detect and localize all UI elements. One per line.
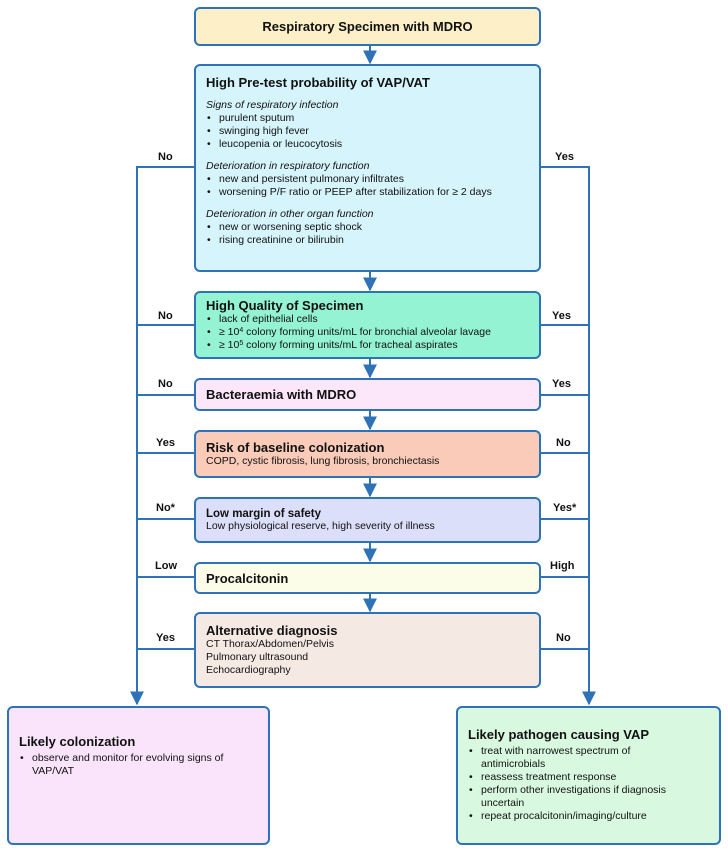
risk-yes-label: Yes [156,437,175,449]
pretest-no-label: No [158,151,173,163]
safety-text: Low physiological reserve, high severity… [206,519,435,532]
alt-line: Pulmonary ultrasound [206,651,309,663]
safety-yes-label: Yes* [553,502,577,514]
risk-text: COPD, cystic fibrosis, lung fibrosis, br… [206,455,440,467]
group-heading: Deterioration in other organ function [206,208,374,220]
list-item: purulent sputum [206,112,530,125]
bacteraemia-yes-label: Yes [552,378,571,390]
list-item: rising creatinine or bilirubin [206,234,530,247]
list-item: ≥ 105 colony forming units/mL for trache… [206,339,530,352]
alt-yes-label: Yes [156,632,175,644]
pct-high-label: High [550,560,575,572]
pretest-group-respiratory-function: Deterioration in respiratory function ne… [206,160,530,199]
list-item: observe and monitor for evolving signs o… [19,752,258,778]
procalcitonin-box: Procalcitonin [194,562,541,594]
bacteraemia-title: Bacteraemia with MDRO [206,387,357,402]
safety-title: Low margin of safety [206,507,322,520]
risk-no-label: No [556,437,571,449]
group-heading: Deterioration in respiratory function [206,160,370,172]
pct-low-label: Low [155,560,177,572]
colonization-box: Likely colonization observe and monitor … [7,706,270,845]
ta-exponent: 5 [239,340,244,347]
list-item: new and persistent pulmonary infiltrates [206,173,530,186]
ta-text: colony forming units/mL for tracheal asp… [243,339,458,351]
bal-text: colony forming units/mL for bronchial al… [243,326,491,338]
pathogen-box: Likely pathogen causing VAP treat with n… [456,706,721,845]
quality-yes-label: Yes [552,310,571,322]
group-heading: Signs of respiratory infection [206,99,339,111]
safety-box: Low margin of safety Low physiological r… [194,497,541,543]
pretest-group-organ-function: Deterioration in other organ function ne… [206,208,530,247]
list-item: worsening P/F ratio or PEEP after stabil… [206,186,530,199]
bal-threshold: ≥ 10 [219,326,240,338]
list-item: repeat procalcitonin/imaging/culture [468,810,709,823]
quality-title: High Quality of Specimen [206,298,364,313]
safety-no-label: No* [156,502,175,514]
alt-line: CT Thorax/Abdomen/Pelvis [206,638,335,650]
risk-box: Risk of baseline colonization COPD, cyst… [194,430,541,478]
quality-box: High Quality of Specimen lack of epithel… [194,291,541,359]
list-item: reassess treatment response [468,771,709,784]
start-box: Respiratory Specimen with MDRO [194,7,541,46]
pretest-yes-label: Yes [555,151,574,163]
start-title: Respiratory Specimen with MDRO [262,19,473,34]
bacteraemia-no-label: No [158,378,173,390]
pathogen-title: Likely pathogen causing VAP [468,727,650,742]
list-item: swinging high fever [206,125,530,138]
list-item: treat with narrowest spectrum of antimic… [468,745,709,771]
list-item: lack of epithelial cells [206,313,530,326]
bacteraemia-box: Bacteraemia with MDRO [194,378,541,411]
colonization-title: Likely colonization [19,734,136,749]
list-item: perform other investigations if diagnosi… [468,784,709,810]
pretest-box: High Pre-test probability of VAP/VAT Sig… [194,64,541,272]
list-item: ≥ 104 colony forming units/mL for bronch… [206,326,530,339]
alt-line: Echocardiography [206,664,291,676]
bal-exponent: 4 [239,327,244,334]
alt-no-label: No [556,632,571,644]
list-item: new or worsening septic shock [206,221,530,234]
list-item: leucopenia or leucocytosis [206,138,530,151]
procalcitonin-title: Procalcitonin [206,570,289,586]
alt-title: Alternative diagnosis [206,623,338,638]
quality-no-label: No [158,310,173,322]
risk-title: Risk of baseline colonization [206,440,385,455]
pretest-group-respiratory-infection: Signs of respiratory infection purulent … [206,99,530,151]
pretest-title: High Pre-test probability of VAP/VAT [206,75,430,90]
alt-diagnosis-box: Alternative diagnosis CT Thorax/Abdomen/… [194,612,541,688]
ta-threshold: ≥ 10 [219,339,240,351]
